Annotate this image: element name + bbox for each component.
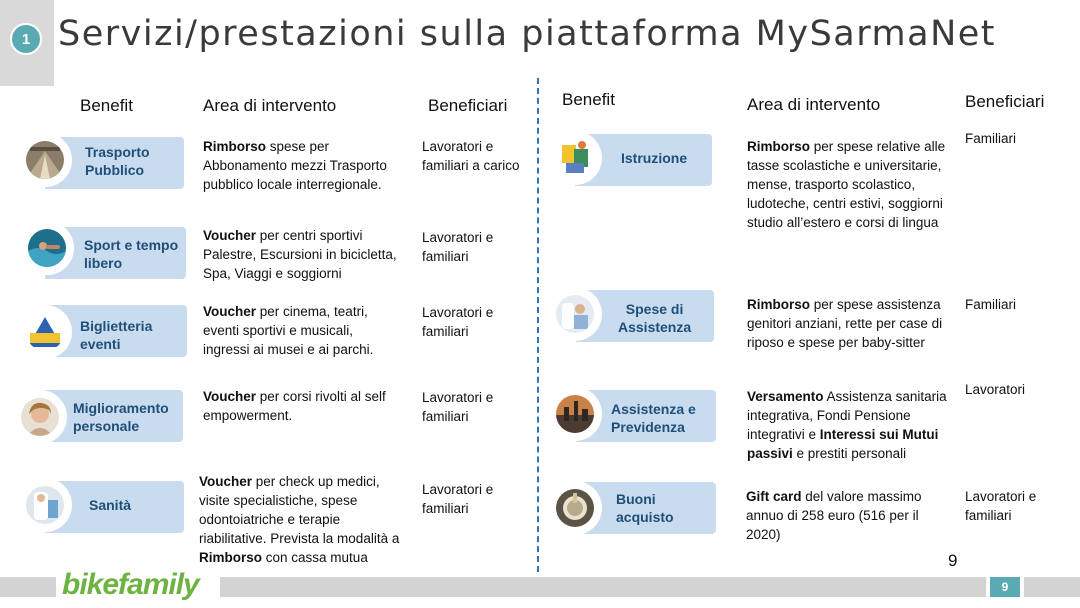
education-icon xyxy=(556,139,594,177)
beneficiari-cell: Lavoratori e familiari xyxy=(422,305,494,339)
person-icon xyxy=(21,398,59,436)
benefit-icon-circle xyxy=(548,287,602,341)
beneficiari-cell: Lavoratori e familiari a carico xyxy=(422,139,520,173)
slide-badge: 1 xyxy=(10,23,42,55)
page-number: 9 xyxy=(948,551,958,570)
medical-icon xyxy=(26,486,64,524)
area-cell: Versamento Assistenza sanitaria integrat… xyxy=(747,389,947,461)
benefit-label: Istruzione xyxy=(621,150,688,166)
train-icon xyxy=(26,141,64,179)
beneficiari-cell: Lavoratori e familiari xyxy=(965,489,1037,523)
header-area-right: Area di intervento xyxy=(747,95,881,114)
beneficiari-cell: Familiari xyxy=(965,131,1017,146)
city-icon xyxy=(556,395,594,433)
benefit-icon-circle xyxy=(18,478,72,532)
area-cell: Voucher per cinema, teatri, eventi sport… xyxy=(203,304,374,357)
area-cell: Gift card del valore massimo annuo di 25… xyxy=(746,489,922,542)
benefit-icon-circle xyxy=(18,305,72,359)
footer-separator xyxy=(986,577,990,597)
header-benefit-right: Benefit xyxy=(562,90,615,109)
footer-slide-number: 9 xyxy=(990,577,1020,597)
area-cell: Rimborso spese per Abbonamento mezzi Tra… xyxy=(203,139,387,192)
header-benefit-left: Benefit xyxy=(80,96,133,115)
benefit-miglioramento-personale[interactable] xyxy=(45,390,183,442)
header-beneficiari-right: Beneficiari xyxy=(965,92,1045,111)
area-cell: Voucher per centri sportivi Palestre, Es… xyxy=(203,228,397,281)
ticket-icon xyxy=(26,313,64,351)
header-area-left: Area di intervento xyxy=(203,96,337,115)
footer-bar xyxy=(0,577,1080,597)
beneficiari-cell: Lavoratori e familiari xyxy=(422,230,494,264)
footer-separator xyxy=(1020,577,1024,597)
benefit-icon-circle xyxy=(13,390,67,444)
area-cell: Voucher per check up medici, visite spec… xyxy=(199,474,400,565)
beneficiari-cell: Lavoratori e familiari xyxy=(422,390,494,424)
benefit-icon-circle xyxy=(548,131,602,185)
assistance-icon xyxy=(556,295,594,333)
benefit-icon-circle xyxy=(548,481,602,535)
beneficiari-cell: Familiari xyxy=(965,297,1017,312)
bikefamily-logo: bikefamily xyxy=(56,566,218,606)
benefit-icon-circle xyxy=(18,133,72,187)
area-cell: Rimborso per spese assistenza genitori a… xyxy=(747,297,943,350)
slide-title: Servizi/prestazioni sulla piattaforma My… xyxy=(58,14,997,54)
header-beneficiari-left: Beneficiari xyxy=(428,96,508,115)
area-cell: Voucher per corsi rivolti al self empowe… xyxy=(203,389,386,423)
benefit-icon-circle xyxy=(548,387,602,441)
gift-icon xyxy=(556,489,594,527)
footer-separator xyxy=(218,577,220,597)
column-divider xyxy=(537,78,539,572)
area-cell: Rimborso per spese relative alle tasse s… xyxy=(747,139,946,230)
benefit-label: Sanità xyxy=(89,497,132,513)
logo-text: bikefamily xyxy=(62,568,200,601)
beneficiari-cell: Lavoratori e familiari xyxy=(422,482,494,516)
swimming-icon xyxy=(28,229,66,267)
benefit-icon-circle xyxy=(20,221,74,275)
beneficiari-cell: Lavoratori xyxy=(965,382,1026,397)
